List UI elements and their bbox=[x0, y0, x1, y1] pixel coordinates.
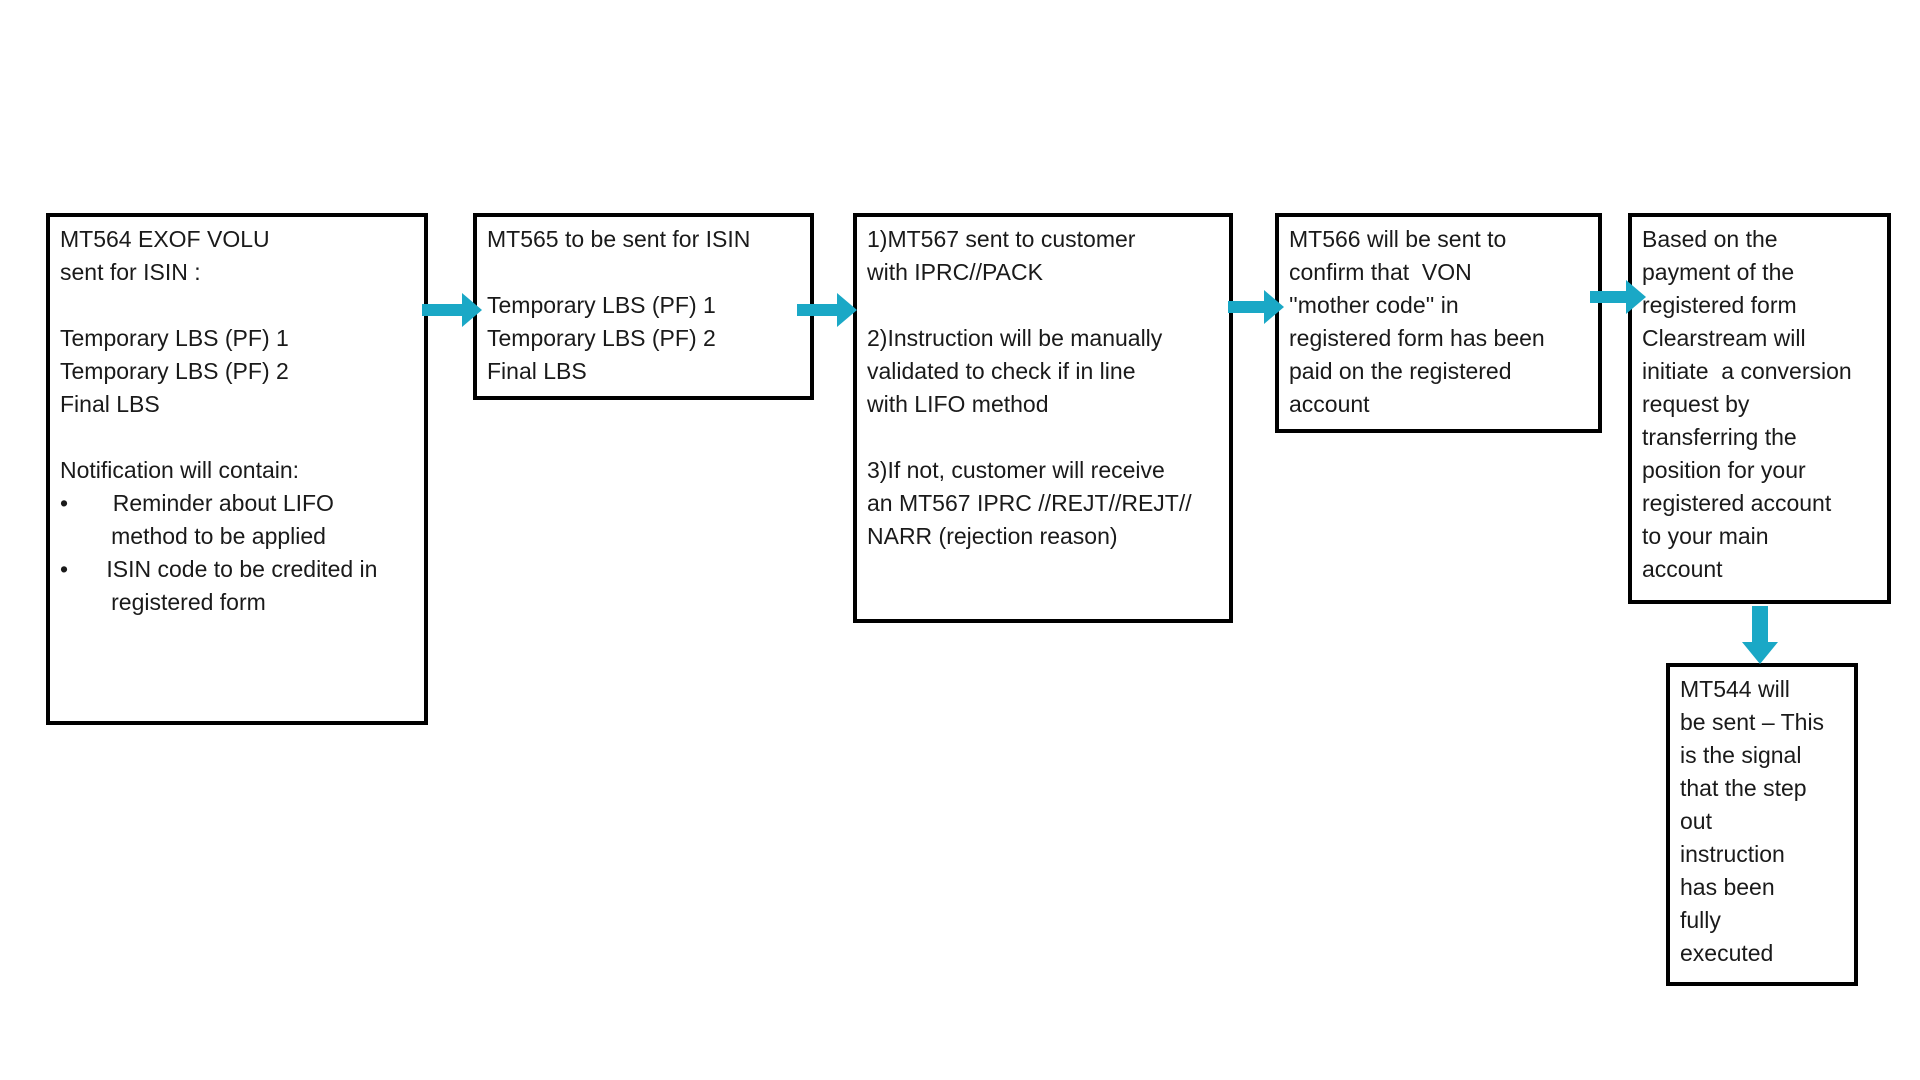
box-line bbox=[867, 289, 1219, 322]
arrow-right-icon bbox=[422, 293, 482, 327]
box-line: has been bbox=[1680, 874, 1775, 900]
box-line: registered form bbox=[60, 589, 266, 615]
box-line: sent for ISIN : bbox=[60, 259, 201, 285]
box-line: with IPRC//PACK bbox=[867, 259, 1043, 285]
arrow-right-shape bbox=[1590, 280, 1646, 314]
box-mt566-confirmation: MT566 will be sent to confirm that VON ''m… bbox=[1275, 213, 1602, 433]
arrow-right-icon bbox=[797, 293, 857, 327]
arrow-right-shape bbox=[422, 293, 482, 327]
box-line: ''mother code'' in bbox=[1289, 292, 1459, 318]
box-line: MT565 to be sent for ISIN bbox=[487, 226, 751, 252]
box-line: Temporary LBS (PF) 1 bbox=[487, 292, 716, 318]
box-line: validated to check if in line bbox=[867, 358, 1136, 384]
box-line: an MT567 IPRC //REJT//REJT// bbox=[867, 490, 1192, 516]
box-line: that the step bbox=[1680, 775, 1807, 801]
box-line: Temporary LBS (PF) 1 bbox=[60, 325, 289, 351]
box-line: be sent – This bbox=[1680, 709, 1825, 735]
box-line: MT566 will be sent to bbox=[1289, 226, 1507, 252]
box-line: MT544 will bbox=[1680, 676, 1790, 702]
box-line: • Reminder about LIFO bbox=[60, 490, 334, 516]
box-line: is the signal bbox=[1680, 742, 1802, 768]
box-line bbox=[60, 421, 414, 454]
box-line bbox=[487, 256, 800, 289]
box-line: with LIFO method bbox=[867, 391, 1049, 417]
box-line: confirm that VON bbox=[1289, 259, 1472, 285]
arrow-right-shape bbox=[1228, 290, 1284, 324]
box-line: Final LBS bbox=[60, 391, 160, 417]
box-mt565-instruction: MT565 to be sent for ISIN Temporary LBS (… bbox=[473, 213, 814, 400]
box-line: out bbox=[1680, 808, 1712, 834]
box-line: Temporary LBS (PF) 2 bbox=[487, 325, 716, 351]
box-line bbox=[60, 289, 414, 322]
box-line: Final LBS bbox=[487, 358, 587, 384]
box-line: executed bbox=[1680, 940, 1774, 966]
box-line: position for your bbox=[1642, 457, 1806, 483]
box-line: 1)MT567 sent to customer bbox=[867, 226, 1136, 252]
box-line: account bbox=[1642, 556, 1723, 582]
box-line: NARR (rejection reason) bbox=[867, 523, 1118, 549]
box-line: fully bbox=[1680, 907, 1721, 933]
box-line: transferring the bbox=[1642, 424, 1797, 450]
box-line: MT564 EXOF VOLU bbox=[60, 226, 270, 252]
box-conversion-request: Based on the payment of the registered for… bbox=[1628, 213, 1891, 604]
box-line: instruction bbox=[1680, 841, 1785, 867]
box-line: to your main bbox=[1642, 523, 1769, 549]
box-line: Based on the bbox=[1642, 226, 1778, 252]
box-line: paid on the registered bbox=[1289, 358, 1512, 384]
arrow-right-icon bbox=[1590, 280, 1646, 314]
box-line: Temporary LBS (PF) 2 bbox=[60, 358, 289, 384]
box-line: • ISIN code to be credited in bbox=[60, 556, 378, 582]
box-line: Notification will contain: bbox=[60, 457, 300, 483]
box-mt564-notification: MT564 EXOF VOLU sent for ISIN : Temporary … bbox=[46, 213, 428, 725]
box-line: 2)Instruction will be manually bbox=[867, 325, 1163, 351]
box-line: request by bbox=[1642, 391, 1750, 417]
box-line: 3)If not, customer will receive bbox=[867, 457, 1165, 483]
arrow-right-icon bbox=[1228, 290, 1284, 324]
box-line: payment of the bbox=[1642, 259, 1795, 285]
box-line: account bbox=[1289, 391, 1370, 417]
box-line: registered form bbox=[1642, 292, 1797, 318]
box-line: Clearstream will bbox=[1642, 325, 1806, 351]
box-line: initiate a conversion bbox=[1642, 358, 1852, 384]
box-line: method to be applied bbox=[60, 523, 326, 549]
box-line: registered account bbox=[1642, 490, 1832, 516]
box-mt544-confirmation: MT544 will be sent – This is the signal tha… bbox=[1666, 663, 1858, 986]
box-line bbox=[867, 421, 1219, 454]
box-mt567-status: 1)MT567 sent to customer with IPRC//PACK 2… bbox=[853, 213, 1233, 623]
arrow-right-shape bbox=[797, 293, 857, 327]
box-line: registered form has been bbox=[1289, 325, 1545, 351]
arrow-down-shape bbox=[1742, 606, 1778, 664]
arrow-down-icon bbox=[1742, 606, 1778, 664]
